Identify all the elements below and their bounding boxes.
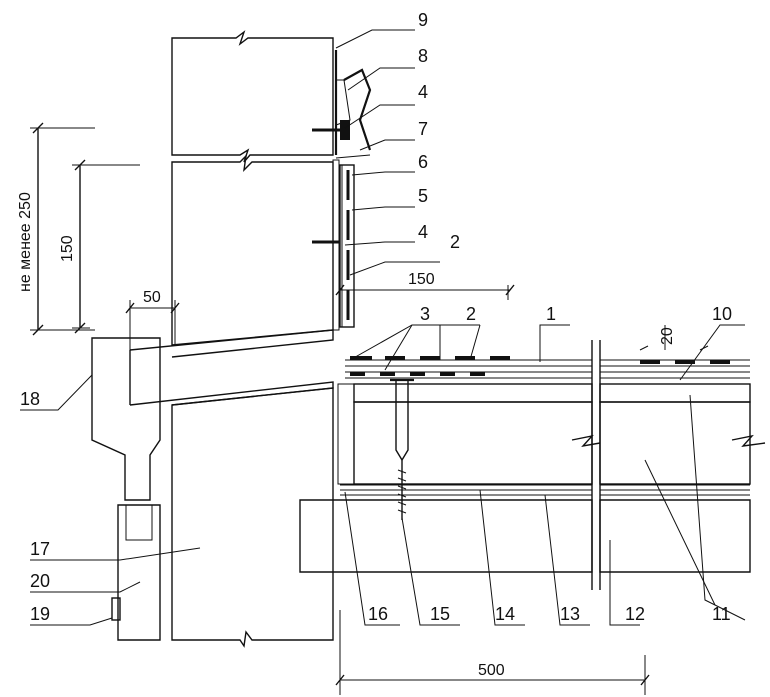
label-8: 8 bbox=[418, 46, 428, 66]
label-5: 5 bbox=[418, 186, 428, 206]
leader-lines bbox=[20, 29, 746, 626]
label-20: 20 bbox=[30, 571, 50, 591]
drain-pipe bbox=[129, 329, 334, 406]
dim-min-250: не менее 250 bbox=[17, 192, 34, 292]
label-11: 11 bbox=[712, 604, 731, 624]
mechanical-fastener bbox=[390, 378, 414, 520]
upper-wall-block bbox=[171, 30, 334, 163]
drain-funnel bbox=[91, 337, 161, 641]
break-lines bbox=[571, 340, 766, 590]
vapor-barrier bbox=[340, 484, 750, 496]
item-labels: 9 8 4 7 6 5 4 2 3 2 1 10 16 15 14 13 12 … bbox=[20, 10, 732, 624]
label-10: 10 bbox=[712, 304, 732, 324]
roof-membrane bbox=[345, 356, 750, 379]
label-13: 13 bbox=[560, 604, 580, 624]
dimension-lines bbox=[30, 122, 650, 695]
label-3: 3 bbox=[420, 304, 430, 324]
label-9: 9 bbox=[418, 10, 428, 30]
dim-150-horizontal: 150 bbox=[408, 271, 435, 288]
wall-membrane bbox=[332, 159, 355, 331]
dim-150-vertical: 150 bbox=[59, 235, 76, 262]
label-17: 17 bbox=[30, 539, 50, 559]
label-2: 2 bbox=[450, 232, 460, 252]
roof-slab bbox=[299, 499, 751, 573]
label-6: 6 bbox=[418, 152, 428, 172]
label-16: 16 bbox=[368, 604, 388, 624]
label-15: 15 bbox=[430, 604, 450, 624]
dim-50: 50 bbox=[143, 289, 161, 306]
label-14: 14 bbox=[495, 604, 515, 624]
dim-500: 500 bbox=[478, 662, 505, 679]
label-19: 19 bbox=[30, 604, 50, 624]
insulation bbox=[337, 383, 751, 485]
label-4b: 4 bbox=[418, 222, 428, 242]
label-1: 1 bbox=[546, 304, 556, 324]
label-2b: 2 bbox=[466, 304, 476, 324]
dim-20: 20 bbox=[659, 327, 676, 345]
label-4: 4 bbox=[418, 82, 428, 102]
label-12: 12 bbox=[625, 604, 645, 624]
top-flashing bbox=[312, 50, 372, 244]
dimension-texts: не менее 250 150 50 150 20 500 bbox=[17, 192, 676, 679]
label-7: 7 bbox=[418, 119, 428, 139]
label-18: 18 bbox=[20, 389, 40, 409]
